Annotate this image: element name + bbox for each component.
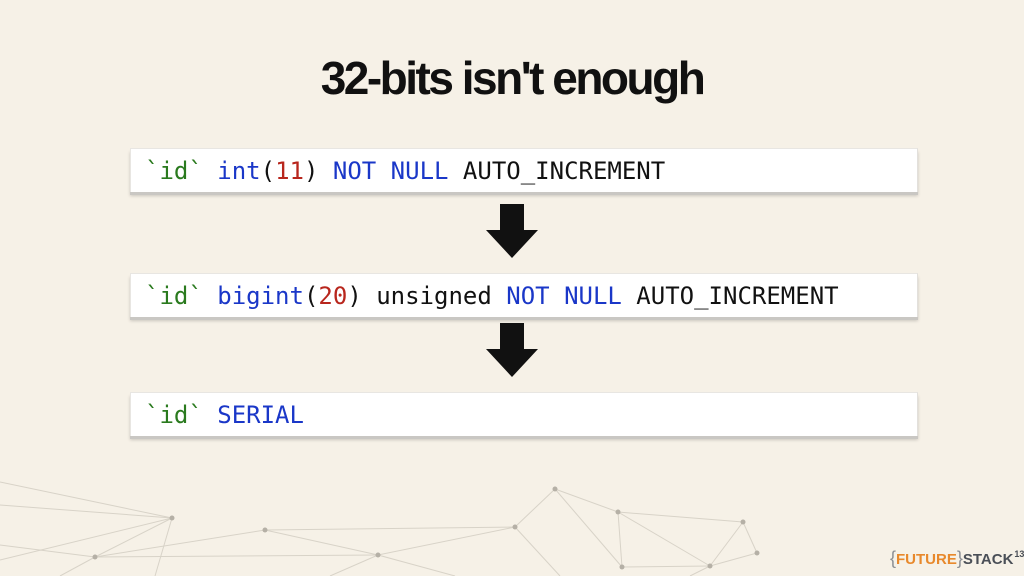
- code-text: [203, 401, 217, 429]
- code-line-serial: `id` SERIAL: [130, 392, 918, 436]
- logo-brace-open: {: [890, 548, 897, 568]
- code-keyword: NOT NULL: [332, 157, 449, 185]
- code-identifier: `id`: [145, 401, 203, 429]
- logo-superscript: 13: [1014, 549, 1024, 559]
- code-line-bigint: `id` bigint(20) unsigned NOT NULL AUTO_I…: [130, 273, 918, 317]
- code-number: 11: [275, 157, 304, 185]
- code-line-int: `id` int(11) NOT NULL AUTO_INCREMENT: [130, 148, 918, 192]
- slide-title: 32-bits isn't enough: [320, 52, 706, 104]
- futurestack-logo: {FUTURE}STACK13: [890, 547, 1024, 569]
- down-arrow-icon: [486, 323, 538, 377]
- code-identifier: `id`: [145, 282, 203, 310]
- logo-stack-text: STACK: [962, 551, 1014, 568]
- code-identifier: `id`: [145, 157, 203, 185]
- code-text: ): [303, 157, 333, 185]
- code-text: [203, 282, 217, 310]
- logo-brace-close: }: [956, 548, 963, 568]
- code-keyword: bigint: [217, 282, 304, 310]
- code-keyword: SERIAL: [217, 401, 304, 429]
- code-number: 20: [318, 282, 348, 310]
- code-text: ) unsigned: [347, 282, 507, 310]
- code-keyword: int: [217, 157, 261, 185]
- code-text: AUTO_INCREMENT: [621, 282, 839, 310]
- logo-future-text: FUTURE: [896, 551, 957, 568]
- code-keyword: NOT NULL: [506, 282, 622, 310]
- down-arrow-icon: [486, 204, 538, 258]
- code-text: [203, 157, 217, 185]
- code-text: (: [303, 282, 319, 310]
- code-text: (: [260, 157, 276, 185]
- code-text: AUTO_INCREMENT: [448, 157, 666, 185]
